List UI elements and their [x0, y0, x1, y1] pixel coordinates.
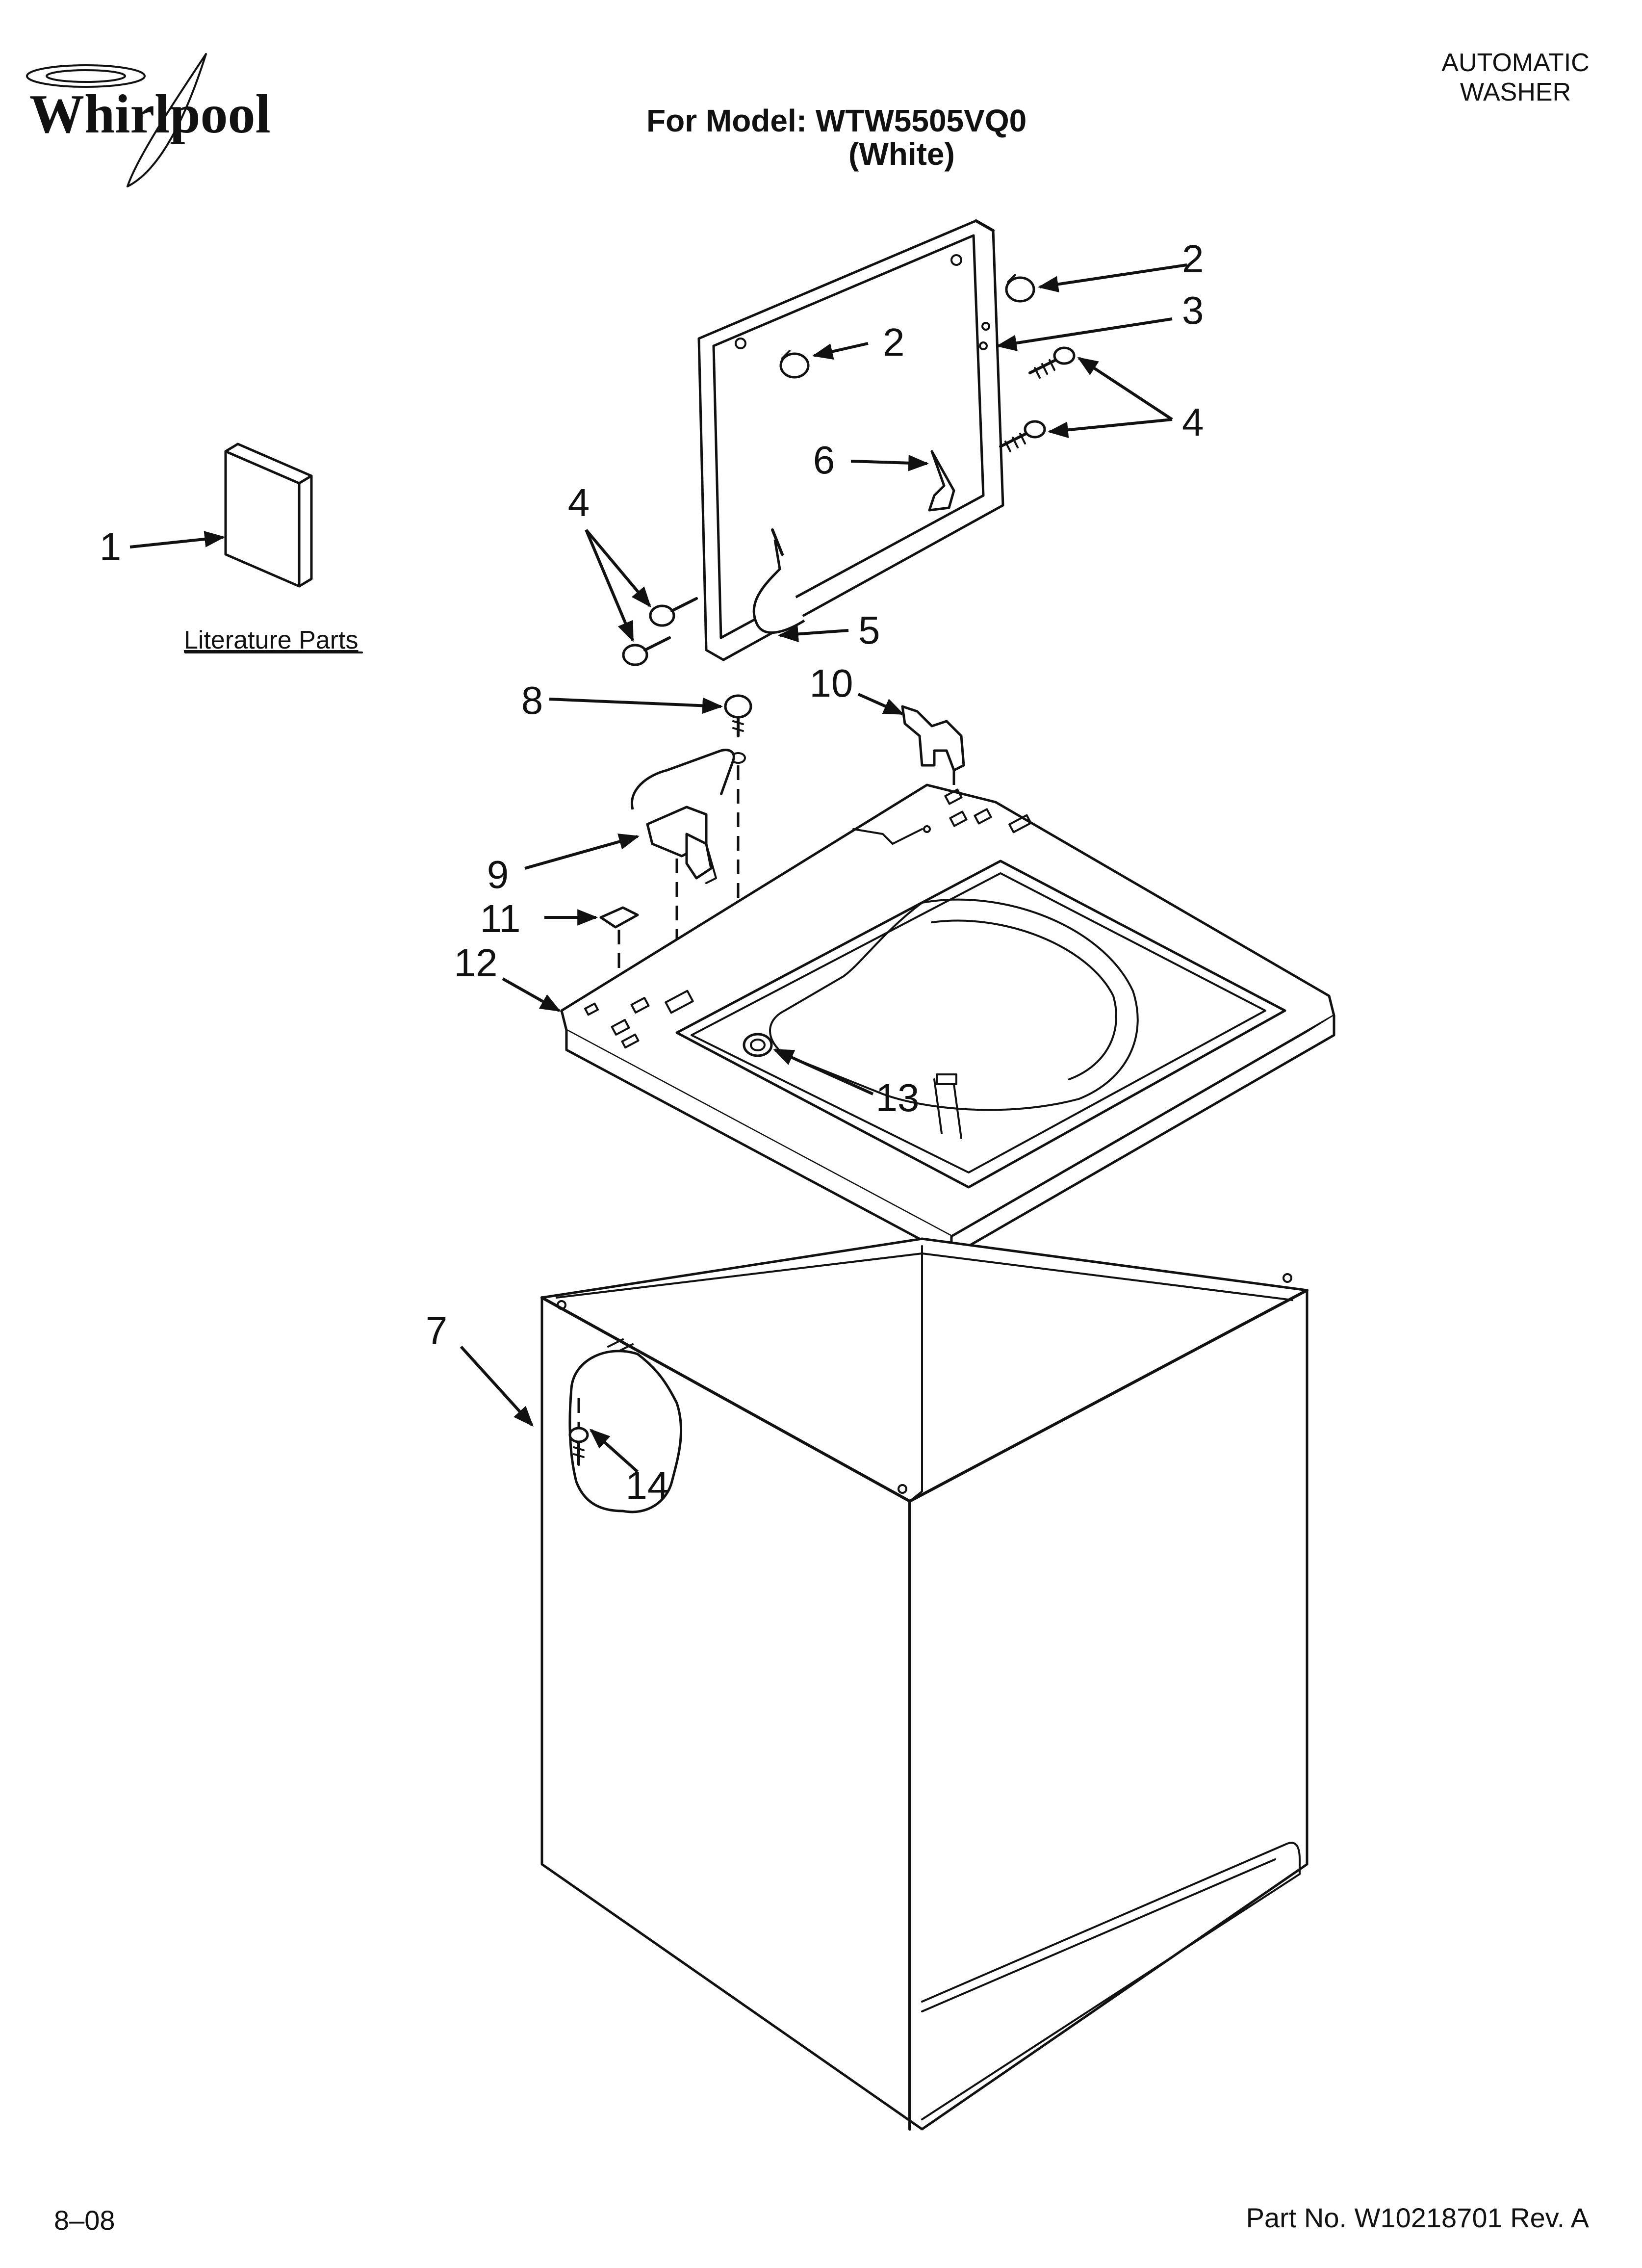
leader-1: [129, 531, 226, 548]
leader-14: [589, 1429, 639, 1473]
callout-11: 11: [480, 897, 520, 940]
logo-swirl-icon: [26, 64, 146, 88]
leader-13: [773, 1048, 874, 1095]
category-line-2: WASHER: [1460, 78, 1571, 106]
cabinet-cutaway: [568, 1350, 683, 1513]
callout-2b: 2: [883, 320, 905, 364]
leader-12: [502, 977, 561, 1012]
hinge-screw-upper-2: [999, 420, 1046, 452]
lid-bumper-lower: [779, 350, 810, 379]
leader-10: [857, 693, 904, 715]
leader-7: [460, 1345, 534, 1427]
callout-7: 7: [426, 1309, 448, 1353]
leader-2b: [812, 342, 869, 360]
revision-date: 8–08: [54, 2205, 115, 2236]
leader-5: [777, 626, 849, 643]
callout-14: 14: [626, 1463, 669, 1507]
cabinet-screw: [568, 1398, 589, 1466]
callout-leaders: [129, 263, 1187, 1473]
callout-1: 1: [100, 525, 122, 569]
leader-8: [549, 697, 723, 714]
callout-4a: 4: [1182, 400, 1204, 444]
callout-2a: 2: [1182, 237, 1204, 281]
callout-6: 6: [813, 438, 835, 482]
lid-clip: [901, 705, 965, 772]
brand-name: Whirlpool: [29, 84, 271, 145]
whirlpool-logo: Whirlpool: [26, 53, 271, 187]
callout-4b: 4: [568, 481, 590, 524]
top-panel: [560, 783, 1335, 1257]
hinge-screw-lower-2: [622, 636, 671, 666]
lid-switch: [631, 749, 735, 884]
hinge-clip: [928, 450, 955, 512]
lid-switch-screw: [724, 694, 752, 764]
leader-4a-2: [1047, 418, 1173, 438]
color-line: (White): [848, 136, 955, 172]
literature-booklet: [224, 443, 313, 588]
logo-swirl-inner-icon: [46, 69, 126, 83]
hinge-screw-lower-1: [649, 597, 698, 627]
logo-swoosh-icon: [127, 53, 207, 187]
part-number: Part No. W10218701 Rev. A: [1246, 2202, 1590, 2233]
literature-parts-label: Literature Parts: [184, 626, 359, 654]
lid-frame: [697, 219, 1004, 661]
callout-8: 8: [521, 678, 543, 722]
hinge-screw-upper-1: [1028, 346, 1076, 379]
tub-ring-fitting: [743, 1033, 773, 1057]
leader-4b-2: [585, 529, 634, 642]
callout-3: 3: [1182, 288, 1204, 332]
callout-13: 13: [876, 1076, 920, 1120]
leader-4b-1: [585, 529, 651, 608]
callout-numbers: 1 2 2 3 4 4 5 6 7 8 9 10 11 12 13 14: [100, 237, 1204, 1507]
cabinet: [540, 1237, 1308, 2131]
leader-2a: [1037, 263, 1187, 293]
callout-10: 10: [810, 661, 853, 705]
hinge-rod-tab: [771, 528, 784, 556]
category-line-1: AUTOMATIC: [1441, 49, 1589, 77]
callout-12: 12: [454, 941, 498, 985]
model-line: For Model: WTW5505VQ0: [646, 103, 1026, 138]
switch-clip: [599, 906, 639, 929]
leader-6: [850, 454, 929, 471]
leader-9: [524, 834, 640, 870]
leader-4a-1: [1077, 357, 1173, 421]
lid-bumper-upper: [1005, 274, 1035, 303]
callout-5: 5: [858, 608, 880, 652]
leader-3: [996, 317, 1173, 351]
callout-9: 9: [487, 853, 509, 896]
